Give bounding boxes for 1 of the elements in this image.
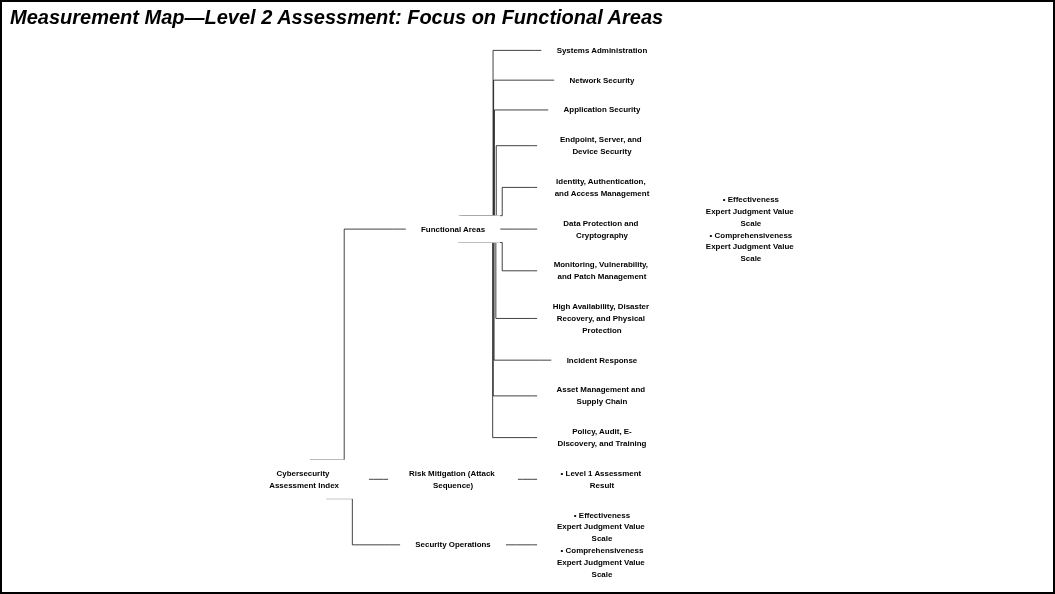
diagram-title: Measurement Map—Level 2 Assessment: Focus on Functional Areas — [9, 5, 665, 30]
